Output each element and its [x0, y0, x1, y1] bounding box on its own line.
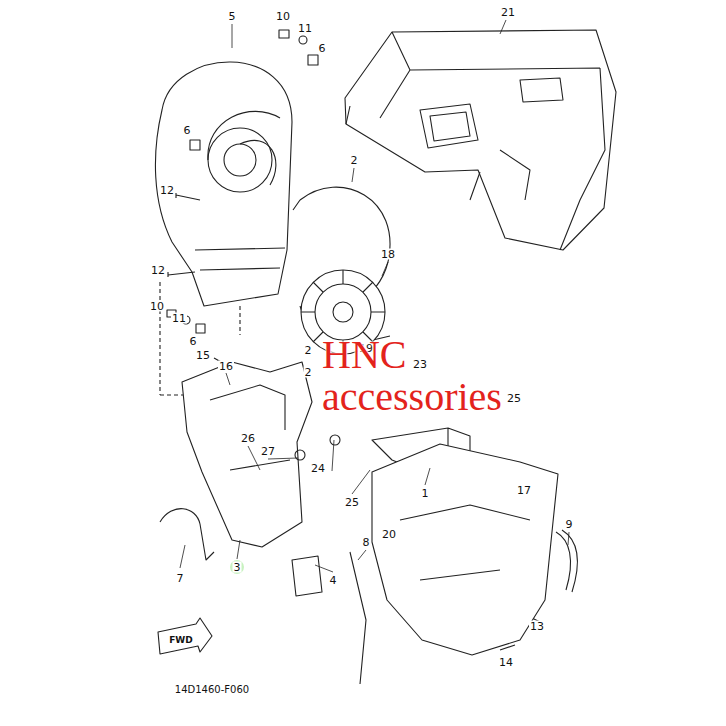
callout-number: 2	[350, 155, 359, 166]
pad	[292, 556, 322, 596]
callout-number: 13	[529, 621, 545, 632]
direction-label: FWD	[168, 636, 194, 645]
wire	[350, 552, 366, 684]
callout-number: 2	[304, 367, 313, 378]
callout-number: 10	[149, 301, 165, 312]
callout-number: 27	[260, 446, 276, 457]
callout-number: 12	[159, 185, 175, 196]
callout-number: 26	[240, 433, 256, 444]
callout-number: 20	[381, 529, 397, 540]
callout-number: 14	[498, 657, 514, 668]
callout-number: 1	[421, 488, 430, 499]
callout-number: 16	[218, 361, 234, 372]
highlight-circle	[230, 560, 244, 574]
leader-line	[180, 20, 569, 572]
callout-number: 7	[176, 573, 185, 584]
lower-right-shroud	[372, 444, 558, 655]
callout-number: 23	[412, 359, 428, 370]
rod	[160, 509, 214, 560]
callout-number: 11	[297, 23, 313, 34]
callout-number: 4	[329, 575, 338, 586]
callout-number: 18	[380, 249, 396, 260]
callout-number: 10	[275, 11, 291, 22]
callout-number: 21	[500, 7, 516, 18]
watermark: HNC accessories	[322, 334, 522, 418]
part-code: 14D1460-F060	[174, 685, 250, 695]
callout-number: 12	[150, 265, 166, 276]
direction-arrow	[158, 618, 212, 654]
callout-number: 6	[189, 336, 198, 347]
lower-shroud	[182, 362, 312, 547]
callout-number: 17	[516, 485, 532, 496]
callout-number: 8	[362, 537, 371, 548]
callout-number: 25	[344, 497, 360, 508]
callout-number: 25	[506, 393, 522, 404]
callout-number: 11	[171, 313, 187, 324]
callout-number: 6	[318, 43, 327, 54]
callout-number: 24	[310, 463, 326, 474]
callout-number: 2	[304, 345, 313, 356]
fan-shroud	[155, 62, 292, 306]
callout-number: 5	[228, 11, 237, 22]
cylinder-cover	[345, 30, 616, 250]
strip	[556, 530, 577, 592]
callout-number: 3	[233, 562, 242, 573]
callout-number: 6	[183, 125, 192, 136]
callout-number: 9	[565, 519, 574, 530]
callout-number: 15	[195, 350, 211, 361]
